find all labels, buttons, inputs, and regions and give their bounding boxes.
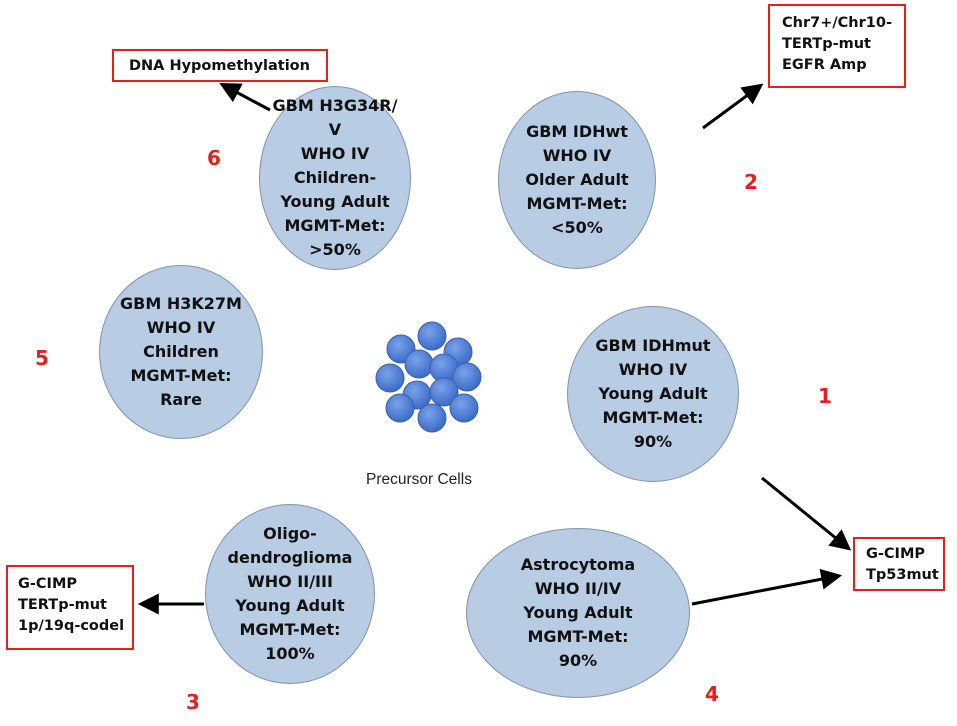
circle-line: WHO II/III [247,572,333,591]
circle-line: Young Adult [235,596,345,615]
circle-line: Oligo- [263,524,317,543]
box-line: TERTp-mut [18,597,107,613]
circle-line: <50% [551,218,603,237]
precursor-cell [429,377,459,407]
circle-line: WHO II/IV [534,579,622,598]
precursor-cell [417,403,447,433]
circle-gbm-idhmut: GBM IDHmut WHO IV Young Adult MGMT-Met: … [567,306,739,482]
box-gcimp-tertp-codel: G-CIMP TERTp-mut 1p/19q-codel [6,565,134,650]
circle-line: GBM IDHwt [526,122,628,141]
circle-line: Young Adult [523,603,633,622]
precursor-cells-label: Precursor Cells [366,471,472,488]
circle-line: dendroglioma [227,548,353,567]
circle-line: >50% [309,240,361,259]
box-line: G-CIMP [866,546,926,562]
circle-line: GBM H3G34R/ [272,96,398,115]
circle-line: 100% [265,644,315,663]
circle-line: MGMT-Met: [526,194,628,213]
circle-line: Astrocytoma [520,555,636,574]
circle-line: Children- [293,168,377,187]
box-line: Chr7+/Chr10- [782,15,892,31]
circle-line: 90% [558,651,598,670]
circle-line: WHO IV [300,144,370,163]
number-4: 4 [705,682,719,706]
precursor-cell [452,362,482,392]
circle-line: 90% [633,432,673,451]
number-3: 3 [186,690,200,714]
precursor-cells-cluster [375,321,482,433]
circle-line: Children [143,342,219,361]
box-line: Tp53mut [866,567,939,583]
circle-line: MGMT-Met: [130,366,232,385]
arrow-astro-to-gcimp [691,568,843,606]
circle-line: Rare [160,390,202,409]
number-2: 2 [744,170,758,194]
precursor-cell [417,321,447,351]
circle-astrocytoma: Astrocytoma WHO II/IV Young Adult MGMT-M… [466,528,690,698]
circle-gbm-h3g34r: GBM H3G34R/ V WHO IV Children- Young Adu… [259,86,411,270]
circle-line: MGMT-Met: [284,216,386,235]
circle-line: MGMT-Met: [239,620,341,639]
circle-line: GBM H3K27M [120,294,242,313]
box-line: EGFR Amp [782,57,867,73]
circle-line: WHO IV [146,318,216,337]
box-gcimp-tp53mut: G-CIMP Tp53mut [853,537,945,591]
circle-gbm-idhwt: GBM IDHwt WHO IV Older Adult MGMT-Met: <… [498,91,656,269]
circle-line: Older Adult [525,170,629,189]
circle-line: MGMT-Met: [602,408,704,427]
box-line: 1p/19q-codel [18,618,125,634]
precursor-cell [449,393,479,423]
number-5: 5 [35,346,49,370]
circle-line: MGMT-Met: [527,627,629,646]
arrow-to-dna-hypomethylation [219,83,271,112]
circle-line: WHO IV [618,360,688,379]
number-6: 6 [207,146,221,170]
number-1: 1 [818,384,832,408]
box-line: G-CIMP [18,576,78,592]
box-line: TERTp-mut [782,36,871,52]
circle-oligodendroglioma: Oligo- dendroglioma WHO II/III Young Adu… [205,504,375,684]
precursor-cell [385,393,415,423]
precursor-cell [375,363,405,393]
circle-line: Young Adult [280,192,390,211]
precursor-cell [404,349,434,379]
circle-line: V [328,120,342,139]
arrow-idhmut-to-gcimp [761,476,852,551]
box-line: DNA Hypomethylation [129,58,310,74]
box-chr7-tertp-egfr: Chr7+/Chr10- TERTp-mut EGFR Amp [768,4,906,88]
circle-gbm-h3k27m: GBM H3K27M WHO IV Children MGMT-Met: Rar… [99,265,263,439]
circle-line: GBM IDHmut [595,336,711,355]
arrow-to-chr7-box [702,83,764,130]
circle-line: WHO IV [542,146,612,165]
box-dna-hypomethylation: DNA Hypomethylation [112,49,328,82]
circle-line: Young Adult [598,384,708,403]
